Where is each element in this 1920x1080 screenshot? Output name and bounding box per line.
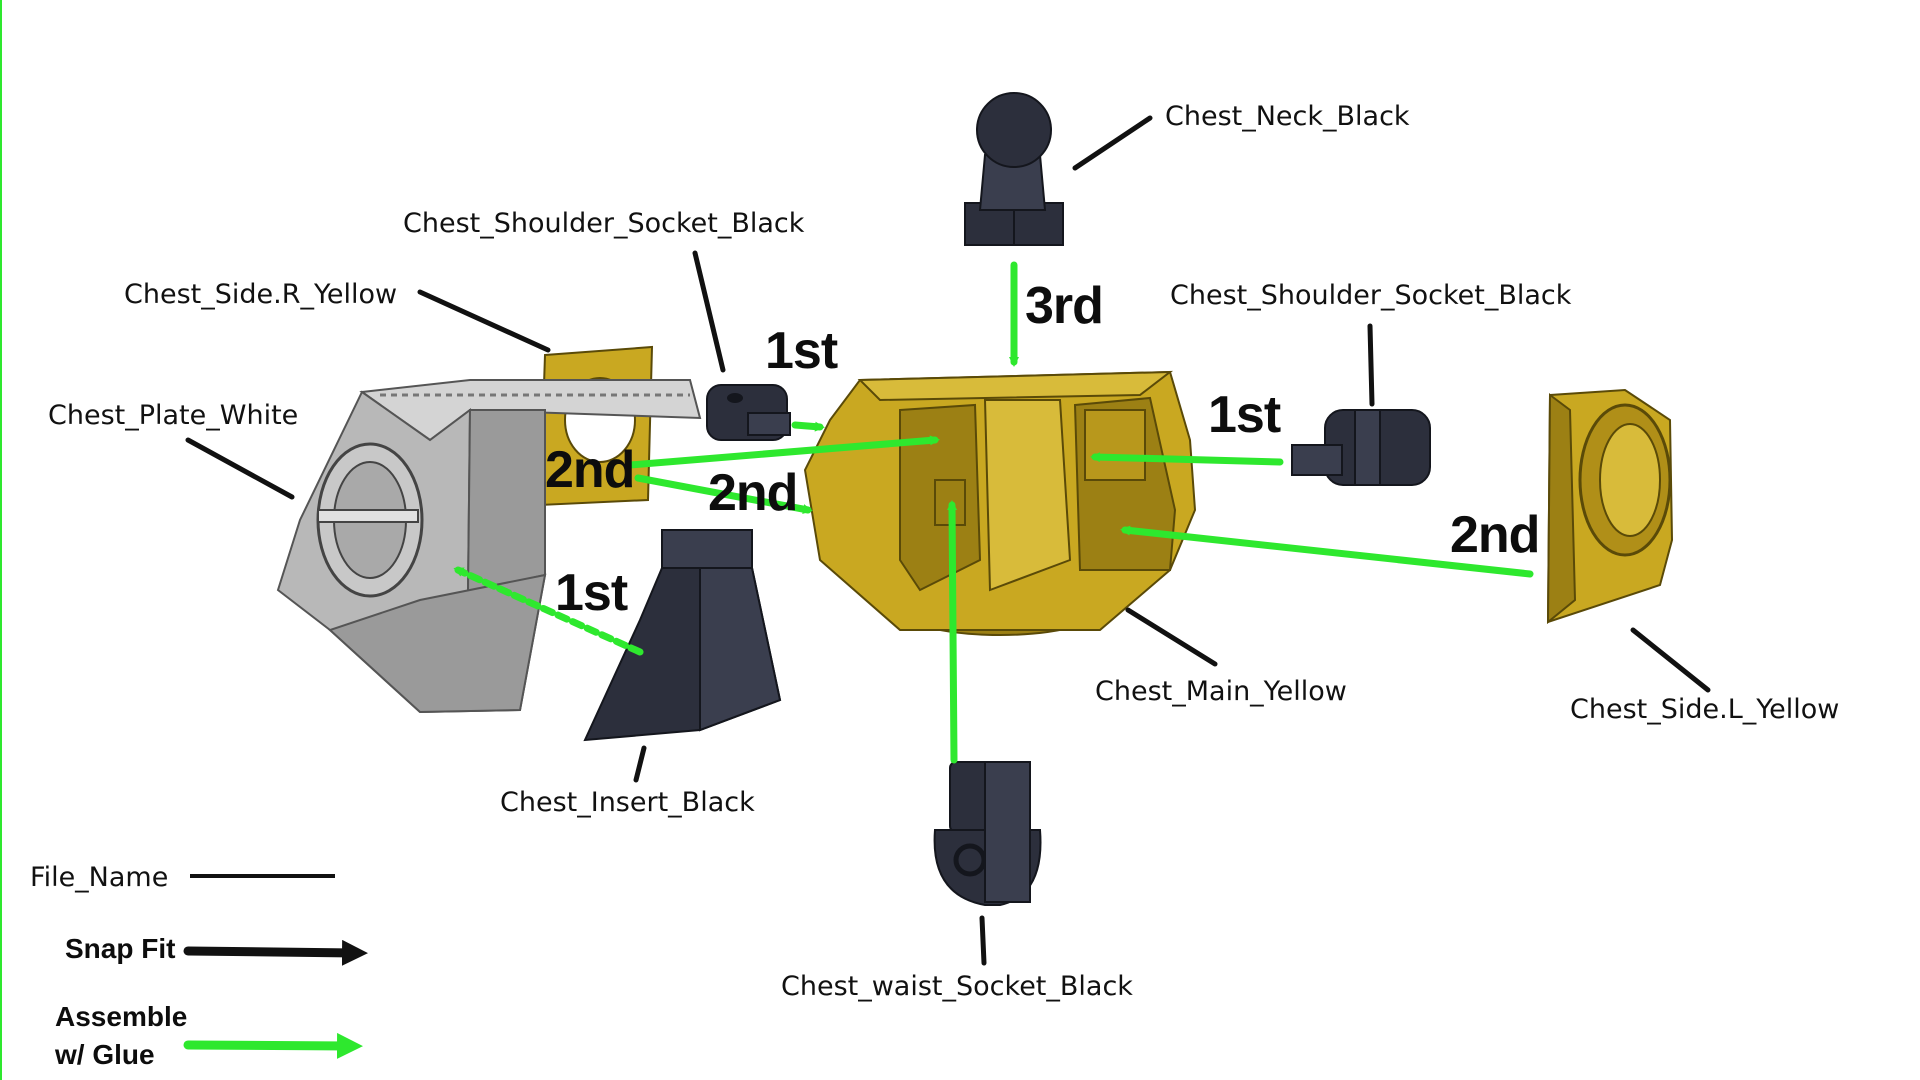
- leader-insert: [633, 745, 647, 783]
- label-plate: Chest_Plate_White: [48, 400, 298, 431]
- label-side-r: Chest_Side.R_Yellow: [124, 279, 397, 310]
- chest-main-part: [803, 370, 1197, 636]
- arrow-shoulder-right-to-main: [1090, 452, 1284, 466]
- legend-snap-fit-arrow: [183, 939, 368, 966]
- leader-plate: [185, 437, 295, 500]
- legend-glue-label-line2: w/ Glue: [54, 1039, 155, 1070]
- label-shoulder-socket-right: Chest_Shoulder_Socket_Black: [1170, 280, 1572, 311]
- leader-side-r: [417, 289, 551, 353]
- glue-arrows: [453, 261, 1534, 764]
- leader-side-l: [1630, 627, 1711, 693]
- leader-waist: [979, 915, 987, 966]
- arrow-side-l-to-main: [1120, 525, 1534, 578]
- chest-waist-socket-part: [933, 761, 1042, 906]
- step-2nd-a: 2nd: [545, 441, 634, 499]
- step-1st-shoulder-right: 1st: [1208, 386, 1281, 444]
- leader-lines: [185, 115, 1711, 966]
- legend-snap-fit-label: Snap Fit: [65, 933, 175, 964]
- arrow-waist-to-main: [947, 500, 958, 764]
- arrow-shoulder-left-to-main: [791, 421, 825, 432]
- arrow-insert-to-plate: [453, 566, 644, 656]
- legend-glue-arrow: [183, 1032, 363, 1059]
- label-insert: Chest_Insert_Black: [500, 787, 755, 818]
- chest-side-l-part: [1546, 388, 1674, 625]
- label-main: Chest_Main_Yellow: [1095, 676, 1347, 707]
- label-shoulder-socket-left: Chest_Shoulder_Socket_Black: [403, 208, 805, 239]
- chest-neck-part: [964, 92, 1064, 246]
- chest-insert-part: [583, 529, 782, 742]
- leader-neck: [1072, 115, 1153, 171]
- legend-glue-label-line1: Assemble: [55, 1001, 187, 1032]
- left-border: [0, 0, 2, 1080]
- step-1st-insert: 1st: [555, 564, 628, 622]
- label-side-l: Chest_Side.L_Yellow: [1570, 694, 1839, 725]
- leader-shoulder-right: [1367, 323, 1375, 407]
- step-labels: 1st 1st 1st 2nd 2nd 2nd 3rd: [545, 277, 1540, 622]
- arrow-side-r-to-main-b: [634, 474, 813, 514]
- step-1st-shoulder-left: 1st: [765, 322, 838, 380]
- legend: File_Name Snap Fit Assemble w/ Glue: [30, 862, 368, 1070]
- legend-file-name-label: File_Name: [30, 862, 168, 893]
- leader-shoulder-left: [692, 250, 726, 373]
- label-waist-socket: Chest_waist_Socket_Black: [781, 971, 1133, 1002]
- shoulder-socket-left-part: [706, 384, 791, 441]
- step-3rd-neck: 3rd: [1025, 277, 1103, 335]
- shoulder-socket-right-part: [1291, 409, 1431, 486]
- part-labels: Chest_Neck_Black Chest_Shoulder_Socket_B…: [48, 101, 1839, 1002]
- step-2nd-side-l: 2nd: [1450, 506, 1539, 564]
- step-2nd-b: 2nd: [708, 464, 797, 522]
- label-chest-neck: Chest_Neck_Black: [1165, 101, 1410, 132]
- chest-plate-part: [276, 379, 702, 714]
- arrow-side-r-to-main: [626, 435, 940, 469]
- leader-main: [1125, 607, 1218, 667]
